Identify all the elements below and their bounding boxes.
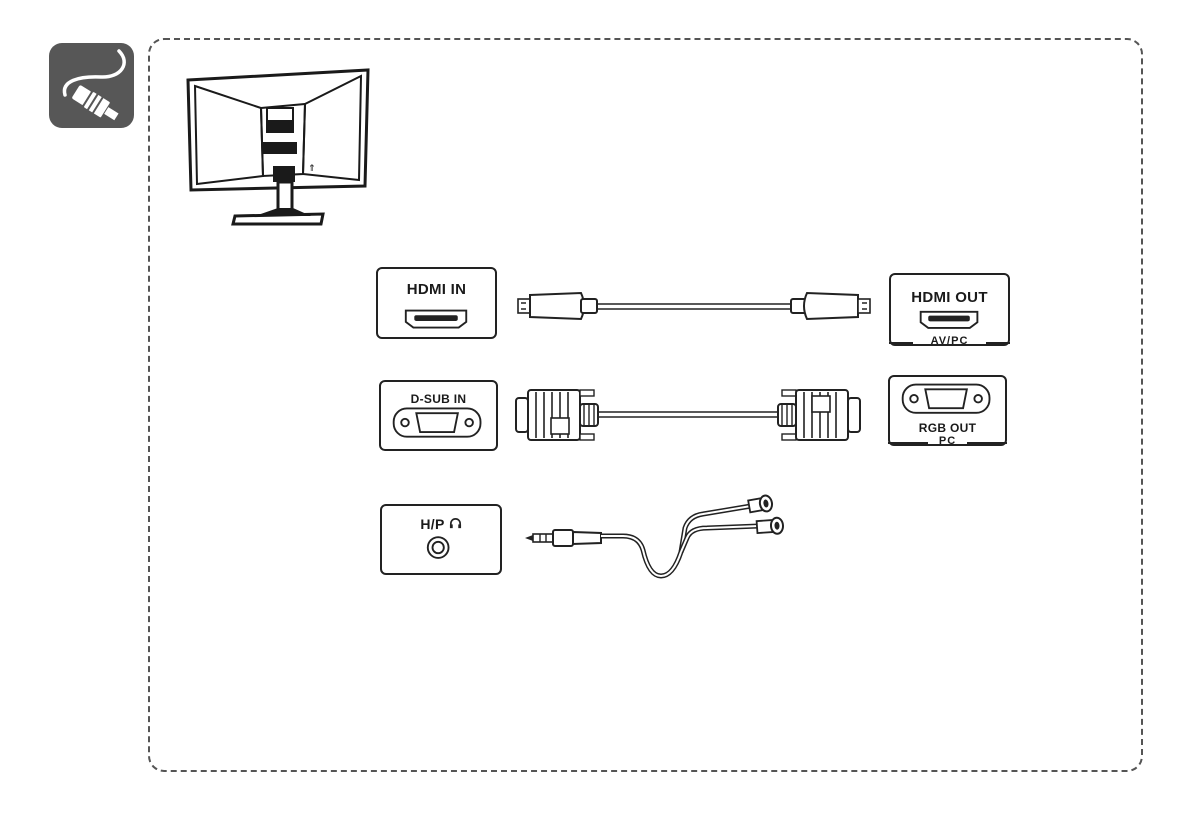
hdmi-in-port: HDMI IN bbox=[376, 267, 497, 339]
svg-text:⇑: ⇑ bbox=[308, 164, 316, 174]
audio-cable bbox=[523, 492, 793, 584]
rgb-out-sub-label: PC bbox=[890, 435, 1005, 447]
hdmi-out-port: HDMI OUT AV/PC bbox=[889, 273, 1010, 346]
vga-socket-icon bbox=[381, 382, 496, 449]
hdmi-cable bbox=[515, 288, 875, 328]
rgb-out-label: RGB OUT bbox=[890, 421, 1005, 435]
vga-cable bbox=[512, 384, 872, 448]
monitor-back-illustration: ⇑ bbox=[183, 68, 373, 228]
hdmi-out-sub-label: AV/PC bbox=[891, 335, 1008, 347]
audio-jack-socket-icon bbox=[382, 506, 500, 573]
hdmi-socket-icon bbox=[891, 275, 1008, 344]
headphone-port: H/P bbox=[380, 504, 502, 575]
hdmi-socket-icon bbox=[378, 269, 495, 337]
rgb-out-port: RGB OUT PC bbox=[888, 375, 1007, 446]
cable-connection-icon bbox=[49, 43, 134, 128]
dsub-in-port: D-SUB IN bbox=[379, 380, 498, 451]
